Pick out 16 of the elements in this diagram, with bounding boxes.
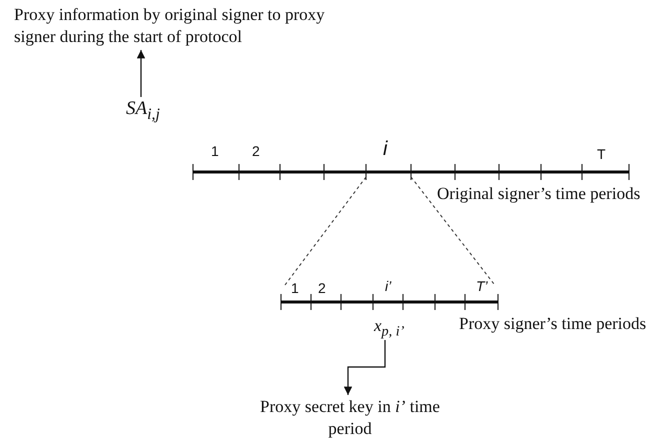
symbol-label: x$_{p, i’}$: [374, 315, 404, 342]
arrow: [344, 340, 386, 395]
tick-label: 2: [252, 143, 260, 159]
tick-label: 2: [318, 280, 326, 296]
tick-label: T: [597, 146, 606, 162]
axis-caption: Proxy signer’s time periods: [459, 313, 646, 335]
tick-label: 1: [291, 280, 299, 296]
tick-label: T’: [476, 278, 488, 294]
tick-label: i’: [385, 278, 392, 294]
annotation-text: Proxy secret key in i’ time period: [258, 396, 442, 440]
symbol-label: SA$_{i,j}$: [126, 98, 160, 126]
annotation-text: Proxy information by original signer to proxy signer during the start of protocol: [14, 4, 344, 48]
tick-label: i: [383, 138, 388, 161]
axis-caption: Original signer’s time periods: [437, 183, 640, 205]
arrow: [136, 50, 146, 97]
tick-label: 1: [211, 143, 219, 159]
